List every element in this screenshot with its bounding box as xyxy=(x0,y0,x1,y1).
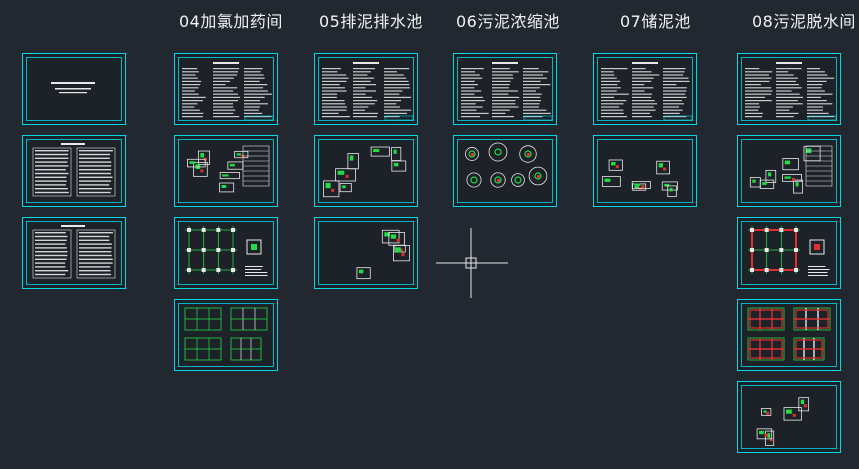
col-07-sheet-2[interactable] xyxy=(593,135,697,207)
sheet-border xyxy=(741,221,837,285)
column-title-05: 05排泥排水池 xyxy=(319,12,423,31)
sheet-border xyxy=(26,139,122,203)
sheet-drawing xyxy=(601,62,693,121)
sheet-drawing xyxy=(322,62,414,121)
sheet-drawing xyxy=(756,397,810,446)
column-title-06: 06污泥浓缩池 xyxy=(456,12,560,31)
sheet-drawing xyxy=(32,225,116,279)
sheet-drawing xyxy=(748,226,830,276)
sheet-drawing xyxy=(602,159,678,198)
sheet-border xyxy=(26,221,122,285)
column-title-07: 07储泥池 xyxy=(620,12,691,31)
sheet-drawing xyxy=(184,307,268,361)
col-08-sheet-4[interactable] xyxy=(737,299,841,371)
sheet-border xyxy=(318,221,414,285)
col-04-sheet-3[interactable] xyxy=(174,217,278,289)
sheet-border xyxy=(26,57,122,121)
cover-sheet-3[interactable] xyxy=(22,217,126,289)
sheet-border xyxy=(741,303,837,367)
col-08-sheet-3[interactable] xyxy=(737,217,841,289)
sheet-border xyxy=(741,57,837,121)
sheet-border xyxy=(597,57,693,121)
col-04-sheet-1[interactable] xyxy=(174,53,278,125)
sheet-border xyxy=(318,57,414,121)
crosshair-cursor xyxy=(436,228,508,298)
sheet-drawing xyxy=(32,143,116,197)
col-07-sheet-1[interactable] xyxy=(593,53,697,125)
sheet-border xyxy=(318,139,414,203)
cover-sheet-1[interactable] xyxy=(22,53,126,125)
sheet-drawing xyxy=(749,145,833,194)
sheet-border xyxy=(597,139,693,203)
sheet-border xyxy=(741,139,837,203)
col-05-sheet-3[interactable] xyxy=(314,217,418,289)
sheet-drawing xyxy=(461,62,553,121)
cover-sheet-2[interactable] xyxy=(22,135,126,207)
sheet-border xyxy=(741,385,837,449)
sheet-drawing xyxy=(323,146,407,198)
sheet-border xyxy=(178,303,274,367)
sheet-drawing xyxy=(51,82,95,94)
col-08-sheet-1[interactable] xyxy=(737,53,841,125)
col-04-sheet-2[interactable] xyxy=(174,135,278,207)
col-05-sheet-1[interactable] xyxy=(314,53,418,125)
sheet-border xyxy=(457,57,553,121)
col-08-sheet-5[interactable] xyxy=(737,381,841,453)
sheet-border xyxy=(178,221,274,285)
column-title-04: 04加氯加药间 xyxy=(179,12,283,31)
col-06-sheet-2[interactable] xyxy=(453,135,557,207)
sheet-drawing xyxy=(185,226,268,276)
column-title-08: 08污泥脱水间 xyxy=(752,12,856,31)
sheet-drawing xyxy=(182,62,274,121)
sheet-drawing xyxy=(356,229,410,280)
sheet-drawing xyxy=(745,62,837,121)
col-04-sheet-4[interactable] xyxy=(174,299,278,371)
col-08-sheet-2[interactable] xyxy=(737,135,841,207)
sheet-drawing xyxy=(747,307,831,361)
sheet-border xyxy=(178,139,274,203)
col-05-sheet-2[interactable] xyxy=(314,135,418,207)
sheet-border xyxy=(178,57,274,121)
sheet-border xyxy=(457,139,553,203)
sheet-drawing xyxy=(465,142,548,188)
sheet-drawing xyxy=(187,145,270,193)
col-06-sheet-1[interactable] xyxy=(453,53,557,125)
